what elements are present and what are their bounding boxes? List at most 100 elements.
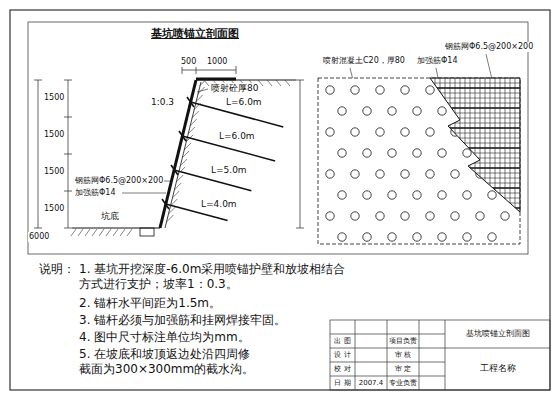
hatch-stroke xyxy=(176,175,183,182)
leader-line xyxy=(122,193,166,194)
note: 4. 图中尺寸标注单位均为mm。 xyxy=(78,330,251,345)
hole xyxy=(476,212,484,220)
hatch-stroke xyxy=(186,135,193,142)
title-block xyxy=(330,320,550,390)
dimension: 500 xyxy=(180,57,197,67)
section-view xyxy=(72,79,296,236)
hole xyxy=(388,233,396,241)
hatch-stroke xyxy=(200,79,207,86)
hole xyxy=(388,149,396,157)
material-note: 加强筋Φ14 xyxy=(74,188,116,198)
hole xyxy=(326,212,334,220)
hatch-stroke xyxy=(190,119,197,126)
mesh-bar xyxy=(430,108,520,109)
hatch-stroke xyxy=(180,159,187,166)
dimension: 1500 xyxy=(43,130,65,140)
table-cell: 项目负责 xyxy=(387,334,419,348)
mesh-bar xyxy=(520,78,521,214)
table-cell: 2007.4 xyxy=(355,376,387,390)
mesh-bar xyxy=(430,128,520,129)
hole xyxy=(401,170,409,178)
hole xyxy=(463,233,471,241)
hatch-stroke xyxy=(120,229,125,236)
strengthening-bar xyxy=(430,127,520,129)
anchor-plate xyxy=(179,131,186,141)
table-cell: 专业负责 xyxy=(387,376,419,390)
mesh-bar xyxy=(460,78,461,214)
anchor-plate xyxy=(187,97,194,107)
table-rule xyxy=(330,376,445,377)
hatch-stroke xyxy=(184,143,191,150)
material-note: 钢筋网Φ6.5@200×200 xyxy=(444,42,534,52)
hatch-stroke xyxy=(71,229,76,236)
drawing-title: 基坑喷锚立剖面图 xyxy=(150,27,240,41)
strengthening-bar xyxy=(430,107,520,109)
hole xyxy=(363,233,371,241)
mesh-bar xyxy=(470,78,471,214)
hole xyxy=(388,107,396,115)
hole xyxy=(488,233,496,241)
dimension: 1500 xyxy=(43,204,65,214)
mesh-bar xyxy=(430,183,520,184)
hatch-stroke xyxy=(172,191,179,198)
dim-tick xyxy=(64,154,72,155)
mesh-bar xyxy=(430,113,520,114)
dim-tick xyxy=(236,66,237,74)
mesh-bar xyxy=(430,78,520,79)
table-rule xyxy=(330,334,445,335)
note: 2. 锚杆水平间距为1.5m。 xyxy=(78,296,222,311)
anchor-length: L=5.0m xyxy=(210,165,248,176)
note: 1. 基坑开挖深度-6.0m采用喷锚护壁和放坡相结合 方式进行支护；坡率1：0.… xyxy=(78,262,355,292)
hole xyxy=(376,212,384,220)
material-note: 钢筋网Φ6.5@200×200 xyxy=(74,176,164,186)
hatch-stroke xyxy=(106,229,111,236)
anchor-length: L=6.0m xyxy=(218,131,256,142)
mesh-bar xyxy=(430,163,520,164)
mesh-bar xyxy=(480,78,481,214)
hole xyxy=(326,170,334,178)
table-cell: 校 对 xyxy=(330,362,355,376)
hole xyxy=(376,128,384,136)
anchor-group xyxy=(162,97,283,221)
table-rule xyxy=(355,320,356,390)
pit-label: 坑底 xyxy=(100,211,120,222)
mesh-bar xyxy=(455,78,456,214)
hatch-stroke xyxy=(178,167,185,174)
mesh-bar xyxy=(500,78,501,214)
mesh-bar xyxy=(430,78,431,214)
hole xyxy=(438,107,446,115)
elevation-panel xyxy=(318,78,520,244)
mesh-bar xyxy=(430,198,520,199)
table-rule xyxy=(419,320,420,390)
crest-return xyxy=(196,78,236,81)
dimension: 1500 xyxy=(43,93,65,103)
hole xyxy=(376,86,384,94)
dim-tick xyxy=(296,228,304,229)
mesh-bar xyxy=(430,193,520,194)
dimension: 6000 xyxy=(28,232,50,242)
dim-tick xyxy=(34,80,42,81)
table-cell: 审 定 xyxy=(387,362,419,376)
table-cell: 日 期 xyxy=(330,376,355,390)
mesh-bar xyxy=(445,78,446,214)
dim-tick xyxy=(64,80,72,81)
hatch-stroke xyxy=(196,95,203,102)
hole xyxy=(401,86,409,94)
hole xyxy=(463,149,471,157)
hatch-stroke xyxy=(182,151,189,158)
mesh-bar xyxy=(465,78,466,214)
dim-line xyxy=(182,70,196,71)
strengthening-bar xyxy=(430,87,520,89)
table-cell: 出 图 xyxy=(330,334,355,348)
title-block-frame xyxy=(330,320,550,390)
dimension: 1500 xyxy=(43,167,65,177)
note: 5. 在坡底和坡顶返边处沿四周修 截面为300×300mm的截水沟。 xyxy=(78,347,265,377)
hatch-stroke xyxy=(192,111,199,118)
hole xyxy=(351,86,359,94)
mesh-bar xyxy=(430,168,520,169)
mesh-bar xyxy=(510,78,511,214)
strengthening-bar xyxy=(430,207,520,209)
hatch-stroke xyxy=(168,207,175,214)
mesh-bar xyxy=(430,143,520,144)
hole xyxy=(351,128,359,136)
